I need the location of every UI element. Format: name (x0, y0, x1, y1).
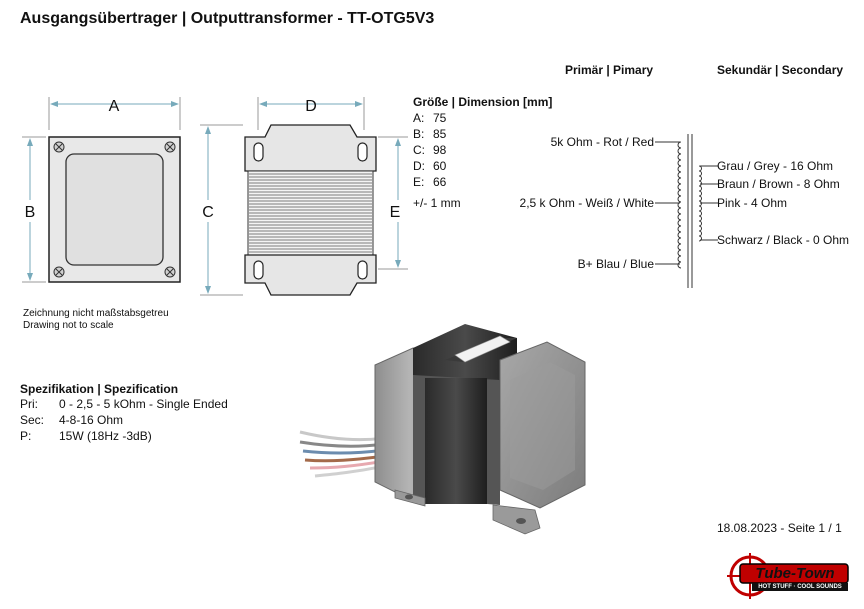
dimension-value: 75 (433, 111, 447, 125)
drawing-note: Zeichnung nicht maßstabsgetreu Drawing n… (23, 308, 169, 332)
dimension-value: 98 (433, 143, 447, 157)
label-a: A (109, 98, 120, 115)
spec-key: P: (20, 429, 32, 443)
note-en: Drawing not to scale (23, 320, 114, 331)
spec-row: P: 15W (18Hz -3dB) (20, 428, 228, 444)
label-e: E (390, 204, 401, 221)
logo-brand: Tube-Town (755, 565, 835, 582)
label-c: C (202, 204, 214, 221)
dimension-value: 85 (433, 127, 447, 141)
spec-key: Pri: (20, 397, 38, 411)
secondary-tap-8: Braun / Brown - 8 Ohm (717, 177, 840, 191)
secondary-tap-4: Pink - 4 Ohm (717, 196, 787, 210)
spec-row: Sec: 4-8-16 Ohm (20, 412, 228, 428)
logo-slogan: HOT STUFF · COOL SOUNDS (758, 584, 842, 590)
tube-town-logo: Tube-Town HOT STUFF · COOL SOUNDS (722, 552, 852, 600)
spec-value: 15W (18Hz -3dB) (59, 429, 152, 443)
logo-graphic (727, 553, 849, 599)
tolerance: +/- 1 mm (413, 196, 461, 210)
secondary-header: Sekundär | Secondary (717, 63, 844, 77)
label-b: B (25, 204, 36, 221)
dimension-key: D: (413, 159, 425, 173)
dimension-value: 60 (433, 159, 447, 173)
primary-tap-5k: 5k Ohm - Rot / Red (551, 135, 654, 149)
dimension-row: C: 98 (413, 142, 552, 158)
transformer-photo (299, 324, 586, 535)
label-d: D (305, 98, 317, 115)
specification-block: Spezifikation | Spezification Pri: 0 - 2,… (20, 382, 228, 444)
dimension-row: E: 66 (413, 174, 552, 190)
side-view: D C E (200, 97, 408, 296)
dimension-value: 66 (433, 175, 447, 189)
dimension-row: D: 60 (413, 158, 552, 174)
primary-tap-2k5: 2,5 k Ohm - Weiß / White (520, 196, 655, 210)
secondary-tap-16: Grau / Grey - 16 Ohm (717, 159, 833, 173)
primary-header: Primär | Pimary (565, 63, 654, 77)
spec-value: 0 - 2,5 - 5 kOhm - Single Ended (59, 397, 228, 411)
dimension-drawing: A B D (22, 97, 408, 296)
front-view: A B (22, 97, 181, 283)
secondary-tap-0: Schwarz / Black - 0 Ohm (717, 233, 849, 247)
specification-header: Spezifikation | Spezification (20, 382, 179, 396)
dimension-key: E: (413, 175, 425, 189)
primary-coil (677, 141, 682, 269)
spec-value: 4-8-16 Ohm (59, 413, 124, 427)
lamination-stack (249, 173, 372, 253)
dimension-key: A: (413, 111, 425, 125)
spec-key: Sec: (20, 413, 45, 427)
page-footer: 18.08.2023 - Seite 1 / 1 (717, 521, 842, 535)
primary-tap-bplus: B+ Blau / Blue (578, 257, 655, 271)
document-title: Ausgangsübertrager | Outputtransformer -… (20, 10, 435, 27)
dimension-row: A: 75 (413, 110, 552, 126)
spec-row: Pri: 0 - 2,5 - 5 kOhm - Single Ended (20, 396, 228, 412)
dimension-row: B: 85 (413, 126, 552, 142)
note-de: Zeichnung nicht maßstabsgetreu (23, 308, 169, 319)
winding-schematic: 5k Ohm - Rot / Red 2,5 k Ohm - Weiß / Wh… (520, 134, 849, 288)
dimensions-header: Größe | Dimension [mm] (413, 95, 553, 109)
dimension-key: B: (413, 127, 425, 141)
dimension-key: C: (413, 143, 425, 157)
